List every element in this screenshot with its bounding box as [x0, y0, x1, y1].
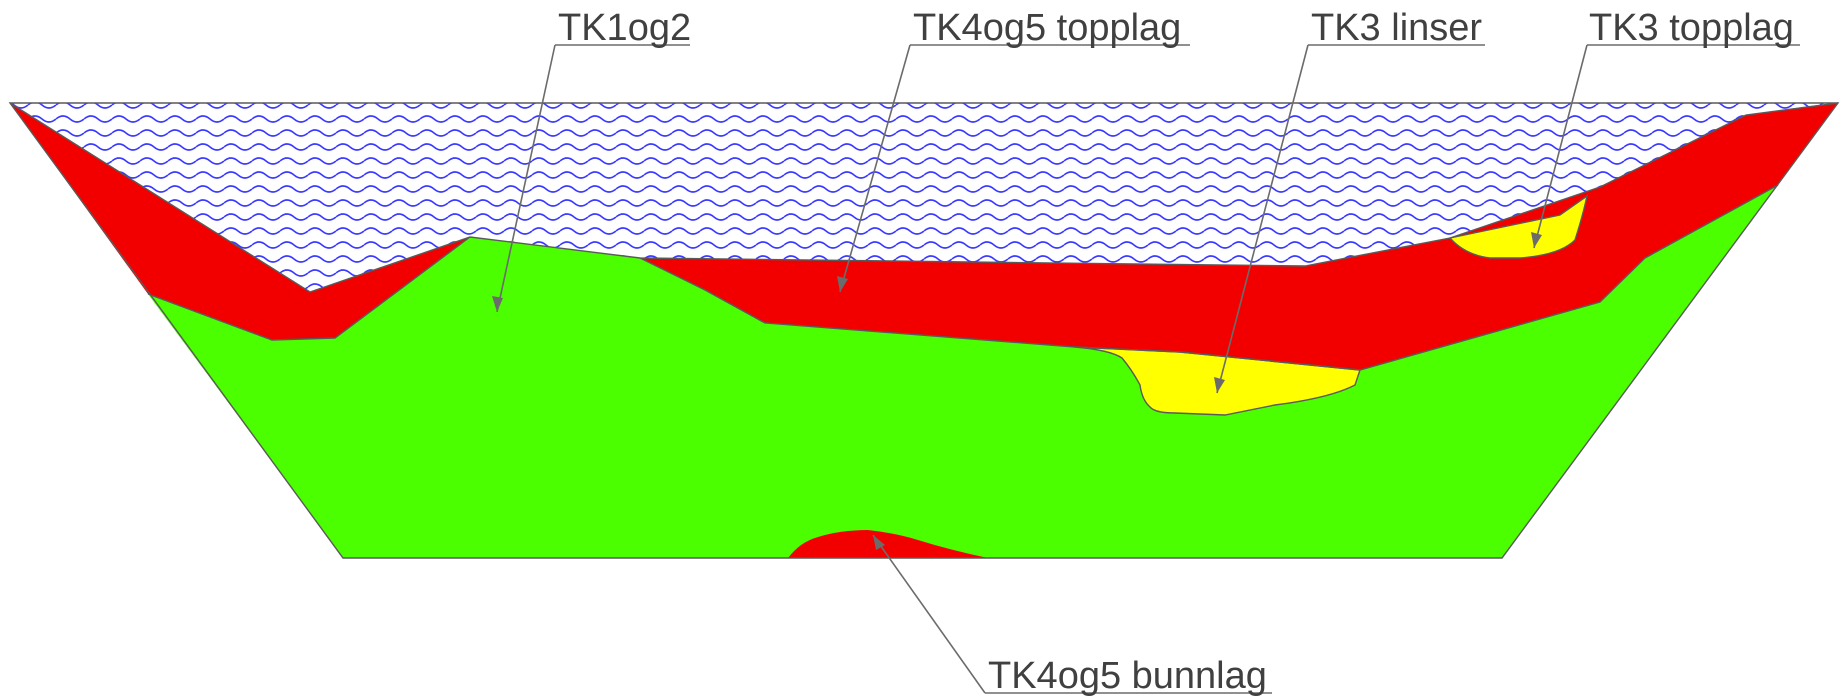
- red-layer-topplag: [640, 103, 1838, 370]
- leader-tk4og5-bunnlag: [872, 534, 1272, 694]
- leader-tk3-linser: [1214, 44, 1485, 394]
- leader-tk3-topplag: [1531, 44, 1800, 249]
- green-layer-main: [148, 185, 1778, 558]
- boundary-red-bottom: [639, 184, 1779, 371]
- basin-outline: [8, 102, 1840, 559]
- label-tk3-topplag: TK3 topplag: [1589, 7, 1794, 49]
- label-tk3-linser: TK3 linser: [1311, 7, 1482, 49]
- label-tk4og5-topplag: TK4og5 topplag: [913, 7, 1181, 49]
- leader-tk4og5-topplag: [837, 44, 1190, 293]
- red-layer-left: [10, 103, 470, 340]
- label-tk1og2: TK1og2: [558, 7, 691, 49]
- boundary-red-top-left: [9, 102, 1839, 293]
- yellow-cap-topplag: [1448, 194, 1589, 259]
- red-blob-bunnlag: [788, 530, 988, 558]
- leader-tk1og2: [492, 44, 690, 313]
- label-tk4og5-bunnlag: TK4og5 bunnlag: [988, 655, 1267, 697]
- boundary-left-wedge: [147, 236, 471, 341]
